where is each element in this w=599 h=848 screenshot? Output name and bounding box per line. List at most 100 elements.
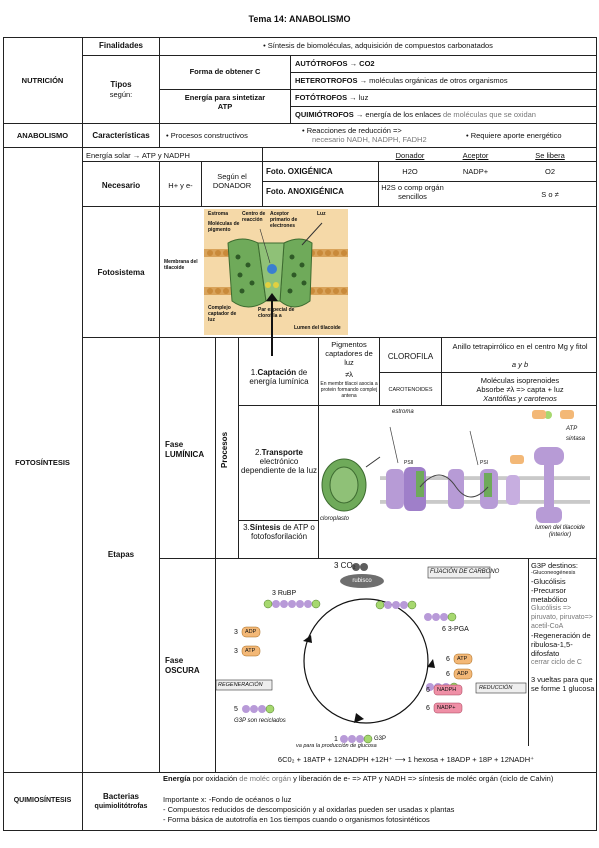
- quimio-line-3: - Compuestos reducidos de descomposición…: [163, 805, 455, 814]
- clorofila-desc: Anillo tetrapirrólico en el centro Mg y …: [452, 342, 588, 351]
- fs-centro: Centro de reacción: [242, 211, 266, 223]
- segun-label: según:: [109, 90, 133, 99]
- transporte-text: 2.Transporte electrónico dependiente de …: [240, 448, 318, 475]
- page-title: Tema 14: ANABOLISMO: [248, 14, 351, 24]
- calvin-reduccion: REDUCCIÓN: [479, 685, 513, 691]
- calvin-nadph6: NADPH: [437, 687, 457, 693]
- anox-libera: S o ≠: [541, 190, 559, 199]
- quimio-line-2: Importante x: -Fondo de océanos o luz: [163, 795, 292, 804]
- destino-item: Glucólisis => piruvato, piruvato=> aceti…: [531, 605, 593, 630]
- main-table: [3, 37, 597, 831]
- carotenoides-label: CAROTENOIDES: [388, 387, 433, 393]
- calvin-g3p-recicl: G3P son reciclados: [234, 718, 286, 724]
- fs-lumen: Lumen del tilacoide: [294, 325, 341, 331]
- procesos-label: Procesos: [220, 431, 229, 469]
- forma-c-label: Forma de obtener C: [189, 67, 261, 76]
- necesario-label: Necesario: [101, 181, 141, 190]
- calvin-rubisco: rubisco: [352, 578, 372, 584]
- fs-aceptor: Aceptor primario de electrones: [270, 211, 298, 229]
- autotrofos-text: AUTÓTROFOS → CO2: [295, 59, 375, 68]
- oxigenica-label: Foto. OXIGÉNICA: [266, 167, 333, 176]
- pigmentos-text: Pigmentos captadores de luz: [325, 340, 373, 367]
- tr-lumen: lumen del tilacoide (interior): [535, 525, 585, 538]
- calvin-g3p-uso: va para la producción de glucosa: [296, 743, 377, 749]
- fs-luz: Luz: [317, 211, 326, 217]
- tr-ps1: PSI: [480, 460, 489, 466]
- tr-estroma: estroma: [392, 409, 414, 415]
- bacterias-label: Bacterias: [102, 792, 140, 801]
- caract-2b: necesario NADH, NADPH, FADH2: [312, 135, 427, 144]
- destino-item: -Glucólisis: [531, 577, 566, 586]
- aceptor-header: Aceptor: [462, 151, 489, 160]
- finalidades-label: Finalidades: [98, 41, 143, 50]
- calvin-atp6: ATP: [457, 656, 468, 662]
- calvin-g3p-label: G3P: [374, 736, 387, 742]
- calvin-regeneracion: REGENERACIÓN: [218, 682, 263, 688]
- tr-cloroplasto: cloroplasto: [320, 516, 350, 522]
- segun-donador-label: Según el DONADOR: [212, 172, 252, 190]
- en-membr-text: En membr tilacoi asocia a protein forman…: [320, 381, 378, 399]
- ox-donador: H2O: [402, 167, 418, 176]
- heterotrofos-text: HETEROTROFOS → moléculas orgánicas de ot…: [295, 76, 508, 85]
- destino-item: -Precursor metabólico: [531, 586, 568, 604]
- calvin-co2: 3 CO₂: [334, 561, 356, 570]
- nutricion-label: NUTRICIÓN: [21, 76, 64, 85]
- tr-ps2: PSII: [404, 460, 414, 466]
- quimio-line-1: Energía por oxidación de moléc orgán y l…: [163, 774, 554, 783]
- quimiotrofos-text: QUIMIÓTROFOS → energía de los enlaces de…: [295, 110, 536, 119]
- calvin-g3p5: 5: [234, 706, 238, 713]
- neq-lambda: ≠λ: [345, 370, 353, 379]
- tr-sintasa: sintasa: [566, 436, 586, 442]
- fs-complejo: Complejo captador de luz: [208, 305, 237, 323]
- caract-2: • Reacciones de reducción =>: [302, 126, 402, 135]
- calvin-atp3: ADP: [245, 629, 257, 635]
- calvin-nadph6-n: 6: [426, 687, 430, 694]
- electron-transport-diagram: estroma cloroplasto lumen del tilacoide …: [320, 407, 596, 557]
- anox-donador: H2S o comp orgán sencillos: [381, 183, 444, 201]
- calvin-fijacion: FIJACIÓN DE CARBONO: [430, 569, 500, 575]
- g3p-destinos: G3P destinos:-Gluconeogénesis-Glucólisis…: [531, 561, 595, 693]
- energia-solar-text: Energía solar → ATP y NADPH: [86, 151, 190, 160]
- ecuacion-global: 6C0₂ + 18ATP + 12NADPH +12H⁺ ⟶ 1 hexosa …: [277, 755, 535, 764]
- calvin-rubp: 3 RuBP: [272, 590, 297, 597]
- destino-item: 3 vueltas para que se forme 1 glucosa: [531, 675, 595, 693]
- quimiolitotrofas-label: quimiolitótrofas: [94, 803, 148, 810]
- calvin-atp3-n: 3: [234, 629, 238, 636]
- fs-estroma: Estroma: [208, 211, 229, 217]
- tipos-label: Tipos: [110, 80, 132, 89]
- destino-item: -Gluconeogénesis: [531, 570, 576, 576]
- caract-1: • Procesos constructivos: [166, 131, 248, 140]
- calvin-nadp6-n: 6: [426, 705, 430, 712]
- fs-par: Par especial de clorofila a: [258, 307, 295, 319]
- anabolismo-label: ANABOLISMO: [16, 131, 69, 140]
- donador-header: Donador: [395, 151, 425, 160]
- etapas-label: Etapas: [107, 550, 135, 559]
- fototrofos-text: FOTÓTROFOS → luz: [295, 93, 369, 102]
- carot-desc1: Moléculas isoprenoides: [480, 376, 560, 385]
- destino-item: -Regeneración de ribulosa-1,5-difosfato: [531, 631, 591, 658]
- ox-libera: O2: [544, 167, 555, 176]
- sintesis-text: 3.Síntesis de ATP o fotofosforilación: [243, 523, 315, 541]
- captacion-text: 1.Captación de energía lumínica: [249, 368, 309, 386]
- fase-oscura-label: Fase OSCURA: [165, 656, 200, 675]
- calvin-cycle-diagram: 3 CO₂ rubisco FIJACIÓN DE CARBONO 3 RuBP…: [215, 559, 527, 749]
- calvin-adp3: ATP: [245, 648, 256, 654]
- ox-aceptor: NADP+: [462, 167, 489, 176]
- anoxigenica-label: Foto. ANOXIGÉNICA: [266, 187, 344, 196]
- finalidades-text: • Síntesis de biomoléculas, adquisición …: [263, 41, 493, 50]
- quimiosintesis-label: QUIMIOSÍNTESIS: [13, 797, 72, 804]
- calvin-pga: 6 3-PGA: [442, 626, 469, 633]
- energia-atp-label: Energía para sintetizar ATP: [184, 93, 266, 111]
- libera-header: Se libera: [535, 151, 565, 160]
- calvin-adp6-n: 6: [446, 671, 450, 678]
- clorofila-label: CLOROFILA: [387, 352, 434, 361]
- fotosistema-label: Fotosistema: [97, 268, 145, 277]
- fs-membrana: Membrana del tilacoide: [164, 259, 198, 271]
- calvin-adp3-n: 3: [234, 648, 238, 655]
- caracteristicas-label: Características: [92, 131, 150, 140]
- clorofila-ab: a y b: [511, 360, 529, 369]
- calvin-atp6-n: 6: [446, 656, 450, 663]
- caract-3: • Requiere aporte energético: [466, 131, 562, 140]
- quimio-line-4: - Forma básica de autotrofía en 1os tiem…: [163, 815, 430, 824]
- tr-atp: ATP: [566, 426, 578, 432]
